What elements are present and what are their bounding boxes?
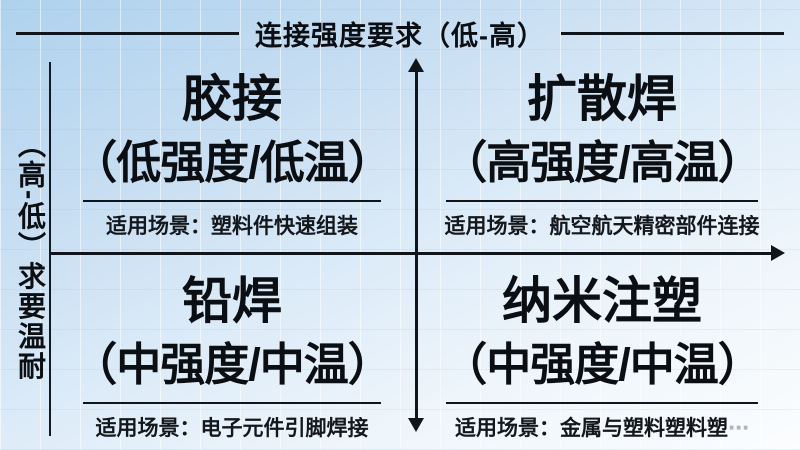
scenario-text: 适用场景：电子元件引脚焊接: [95, 417, 369, 440]
arrow-down-icon: [408, 418, 424, 432]
x-axis-label: 连接强度要求（低-高）: [255, 21, 545, 51]
quadrant-subtitle: （高强度/高温）: [442, 137, 763, 188]
quadrant-separator: [83, 200, 381, 202]
horizontal-axis-line: [50, 252, 775, 255]
vertical-axis-line: [415, 67, 418, 423]
y-axis-border-line: [49, 62, 51, 436]
scenario-text: 适用场景：金属与塑料塑料塑: [455, 417, 728, 440]
y-axis-label: （高-低）求要温耐: [15, 130, 46, 382]
title-rule-right: [561, 32, 784, 35]
quadrant-title: 扩散焊: [527, 71, 677, 127]
quadrant-title: 铅焊: [182, 273, 282, 329]
scenario-text: 适用场景：塑料件快速组装: [106, 215, 358, 238]
arrow-right-icon: [771, 245, 785, 261]
quadrant-scenario: 适用场景：航空航天精密部件连接: [422, 210, 782, 240]
quadrant-separator: [446, 402, 758, 404]
arrow-up-icon: [408, 58, 424, 72]
quadrant-subtitle: （中强度/中温）: [442, 339, 763, 390]
quadrant-scenario: 适用场景：金属与塑料塑料塑⋯: [422, 412, 782, 442]
quadrant-title: 纳米注塑: [502, 273, 702, 329]
quadrant-separator: [83, 402, 381, 404]
scenario-faded-tail: ⋯: [728, 417, 749, 440]
quadrant-subtitle: （低强度/低温）: [72, 137, 393, 188]
vertical-axis: [408, 58, 425, 432]
quadrant-title: 胶接: [182, 71, 282, 127]
x-axis-title-row: 连接强度要求（低-高）: [16, 14, 784, 53]
quadrant-subtitle: （中强度/中温）: [72, 339, 393, 390]
quadrant-top-right: 扩散焊 （高强度/高温） 适用场景：航空航天精密部件连接: [422, 70, 782, 240]
quadrant-bottom-left: 铅焊 （中强度/中温） 适用场景：电子元件引脚焊接: [52, 272, 412, 442]
quadrant-bottom-right: 纳米注塑 （中强度/中温） 适用场景：金属与塑料塑料塑⋯: [422, 272, 782, 442]
horizontal-axis: [50, 245, 785, 262]
quadrant-scenario: 适用场景：塑料件快速组装: [52, 210, 412, 240]
quadrant-top-left: 胶接 （低强度/低温） 适用场景：塑料件快速组装: [52, 70, 412, 240]
quadrant-scenario: 适用场景：电子元件引脚焊接: [52, 412, 412, 442]
title-rule-left: [16, 32, 239, 35]
quadrant-separator: [446, 200, 758, 202]
scenario-text: 适用场景：航空航天精密部件连接: [444, 215, 760, 238]
